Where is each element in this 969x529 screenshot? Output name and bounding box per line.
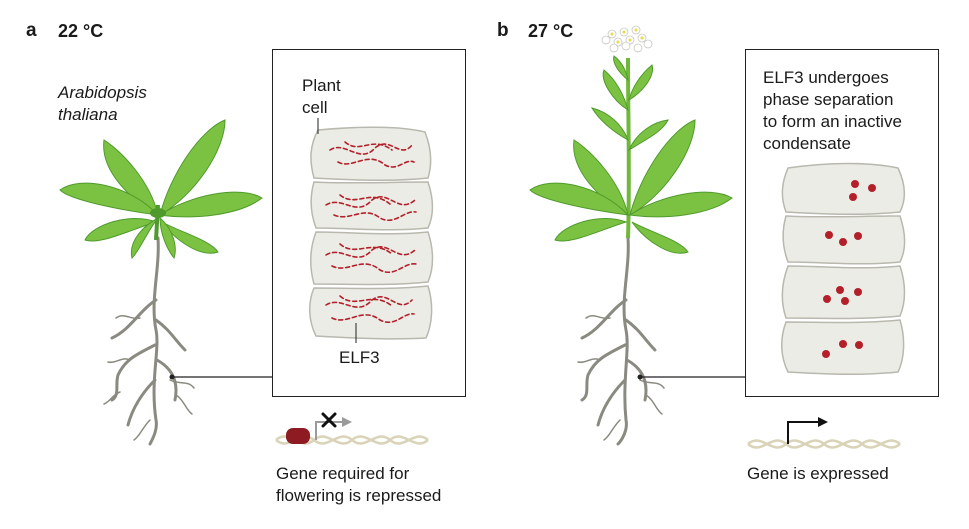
- flower-cluster: [601, 25, 653, 53]
- phase-separation-text: ELF3 undergoes phase separation to form …: [763, 67, 902, 155]
- phase-separation-line2: phase separation: [763, 90, 894, 109]
- phase-separation-line4: condensate: [763, 134, 851, 153]
- plant-b: [529, 25, 745, 446]
- elf3-condensates: [822, 180, 876, 358]
- elf3-repressor-icon: [286, 428, 310, 444]
- phase-separation-line1: ELF3 undergoes: [763, 68, 889, 87]
- dna-b: [747, 439, 901, 449]
- plant-a: [59, 119, 272, 446]
- gene-caption-a-line2: flowering is repressed: [276, 486, 442, 505]
- plant-cells-a: [309, 126, 434, 340]
- panel-b-letter: b: [497, 20, 509, 41]
- elf3-diffuse: [325, 141, 417, 323]
- species-epithet: thaliana: [58, 105, 118, 124]
- plant-cell-label-line2: cell: [302, 98, 328, 117]
- blocked-x-icon: [321, 412, 337, 428]
- panel-b-temperature: 27 °C: [528, 21, 574, 41]
- phase-separation-line3: to form an inactive: [763, 112, 902, 131]
- species-name: Arabidopsis thaliana: [58, 82, 147, 126]
- promoter-arrow-b: [787, 421, 818, 444]
- promoter-arrow-a: [315, 421, 342, 440]
- elf3-label: ELF3: [339, 348, 380, 367]
- gene-caption-a: Gene required for flowering is repressed: [276, 463, 441, 507]
- species-genus: Arabidopsis: [58, 83, 147, 102]
- plant-cell-label-line1: Plant: [302, 76, 341, 95]
- gene-caption-a-line1: Gene required for: [276, 464, 410, 483]
- panel-a-letter: a: [26, 20, 37, 41]
- panel-a-temperature: 22 °C: [58, 21, 104, 41]
- plant-cell-label: Plant cell: [302, 75, 341, 119]
- gene-caption-b: Gene is expressed: [747, 464, 889, 483]
